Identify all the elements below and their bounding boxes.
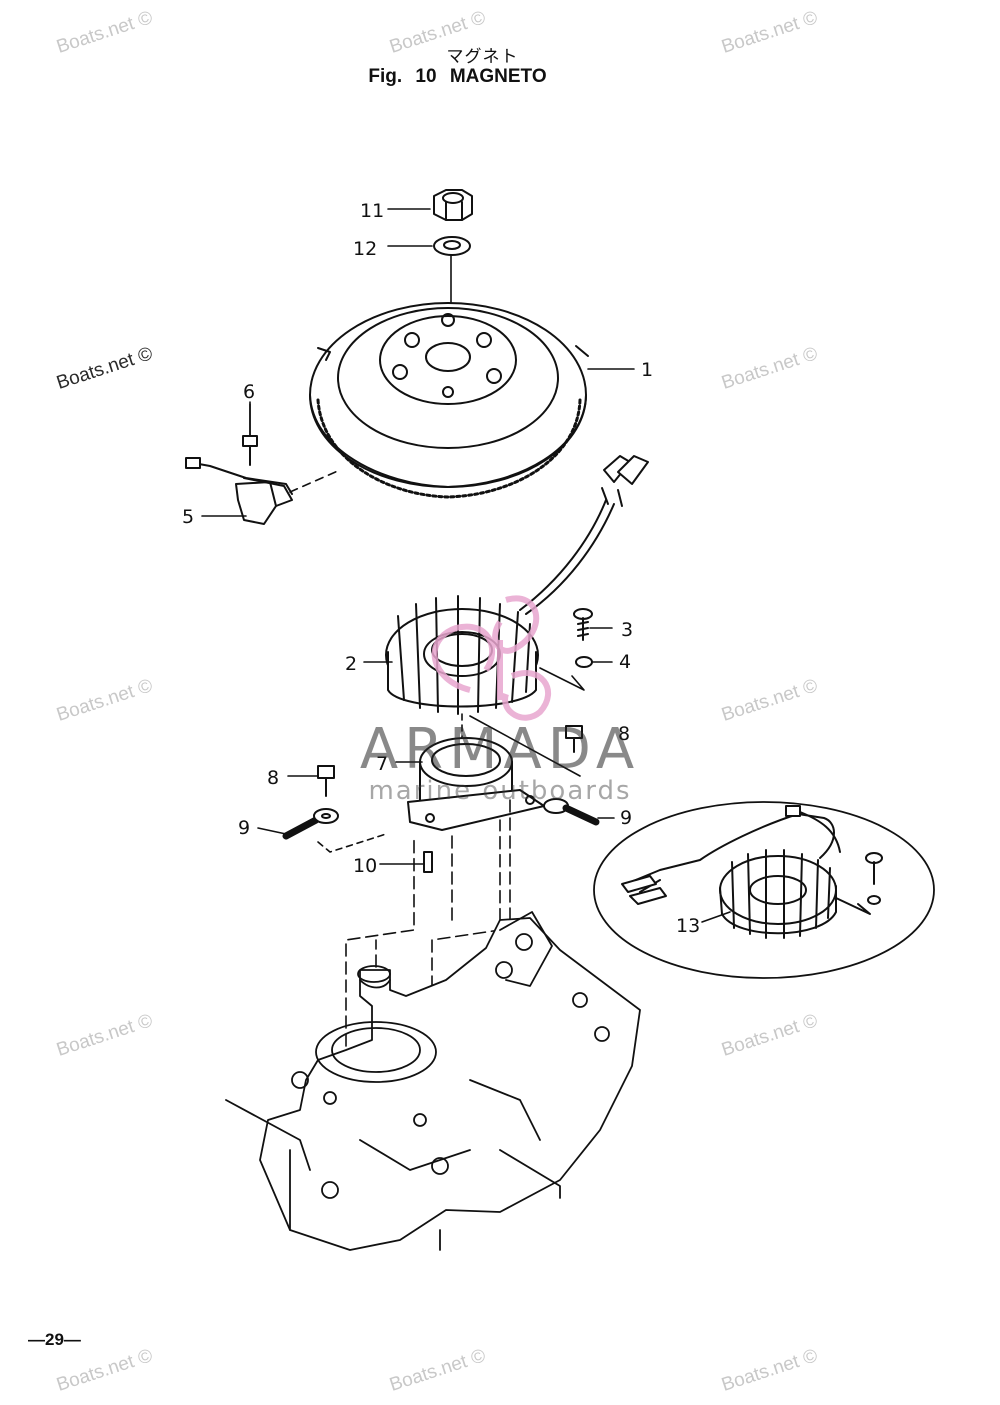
callout-5: 5 [182,506,194,528]
callout-9-right: 9 [620,807,632,829]
brand-logo-mark [431,595,552,721]
washer-small-part [575,656,593,668]
callout-11: 11 [360,200,384,222]
callout-6: 6 [243,381,255,403]
figure-title: Fig. 10 MAGNETO [368,66,547,87]
stator-alt-part [621,805,883,939]
callout-13: 13 [676,915,700,937]
pin-part [423,851,433,873]
callout-1: 1 [641,359,653,381]
callout-2: 2 [345,653,357,675]
callout-10: 10 [353,855,377,877]
callout-8-right: 8 [618,723,630,745]
screw-part [573,608,593,641]
terminal-part [543,798,600,826]
callout-8-left: 8 [267,767,279,789]
brand-name: ARMADA [359,717,641,782]
nut-part [433,189,473,221]
callout-7: 7 [376,753,388,775]
brand-tagline: marine outboards [368,776,632,806]
bolt-part [317,765,335,797]
callout-12: 12 [353,238,377,260]
engine-block [225,911,641,1251]
callout-3: 3 [621,619,633,641]
brand-watermark: ARMADA marine outboards [350,717,650,807]
flywheel-part [309,302,589,499]
pulser-coil-part [185,457,341,525]
page-number: —29— [28,1330,81,1349]
callout-9-left: 9 [238,817,250,839]
terminal-part [282,808,387,853]
figure-title-japanese: マグネト [446,47,519,67]
washer-part [433,236,471,256]
callout-4: 4 [619,651,631,673]
bolt-part [565,725,583,753]
inset-detail [593,801,935,979]
